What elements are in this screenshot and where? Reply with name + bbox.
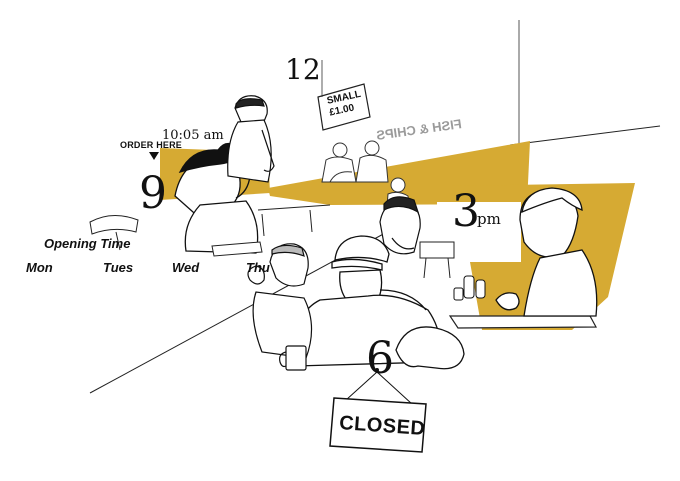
order-here-label: ORDER HERE [120,140,183,150]
clock-three: 3 [452,186,480,237]
figure-standing-man [227,95,275,183]
clock-pm: pm [477,210,501,228]
diagonal-line-top [509,125,661,146]
clock-twelve: 12 [285,53,321,86]
clock-nine: 9 [139,168,167,219]
condiment-bottles [453,275,486,301]
day-thu: Thu [246,260,270,275]
opening-time-heading: Opening Time [44,236,131,251]
chair-left-icon [89,215,139,235]
figure-man-fist [247,243,313,359]
order-arrow-icon [149,152,159,160]
table-top [448,315,598,329]
clock-six: 6 [366,333,394,384]
figure-man-left [174,142,259,254]
middle-tables [211,204,455,279]
figure-hand [395,326,465,370]
day-wed: Wed [172,260,200,275]
chair-left-leg [115,231,121,251]
day-tues: Tues [103,260,134,275]
figure-old-woman [495,187,598,317]
figure-bearded-man [379,196,421,255]
menu-sign-board [317,83,371,131]
day-mon: Mon [26,260,53,275]
mug-icon [279,345,307,371]
closed-sign-board [329,368,427,453]
clock-time-label: 10:05 am [162,128,224,143]
